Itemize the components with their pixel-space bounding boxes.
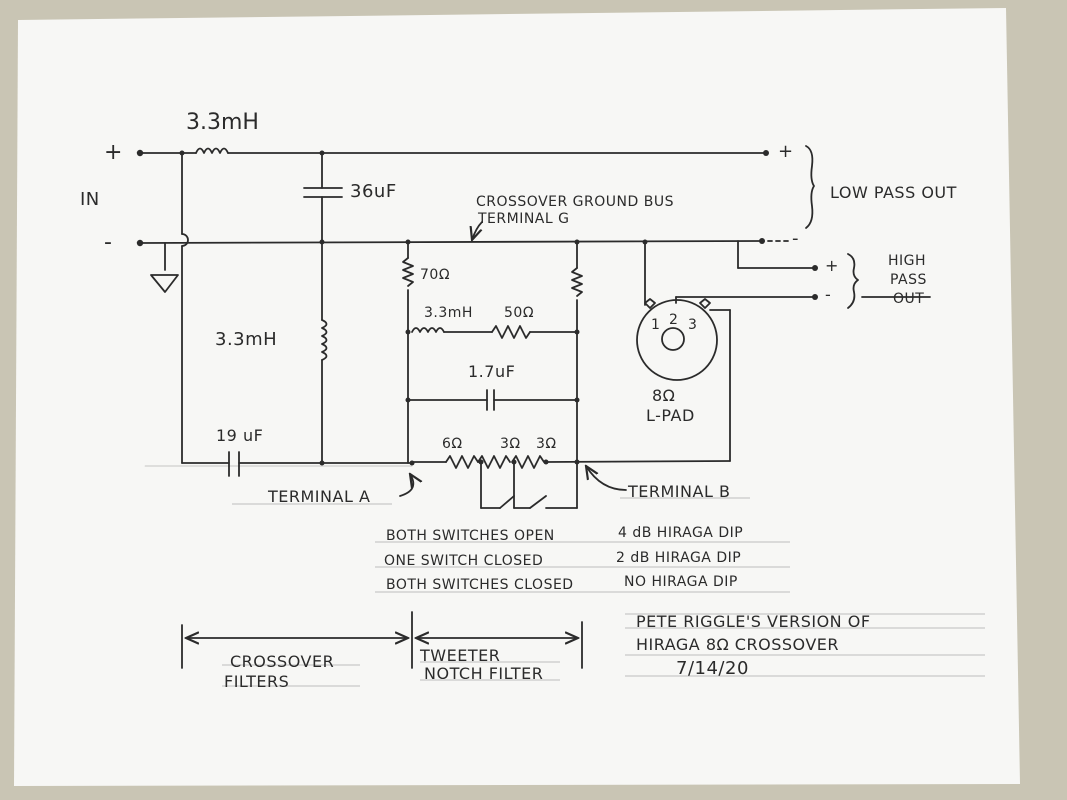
inductor-shunt-label: 3.3mH (215, 329, 278, 350)
switch-state-2: ONE SWITCH CLOSED (384, 553, 544, 569)
input-minus-sign: - (104, 230, 112, 255)
capacitor-36uf (303, 152, 343, 243)
guide-lines (222, 497, 985, 687)
high-pass-label-3: OUT (893, 291, 925, 307)
high-pass-label-2: PASS (890, 272, 927, 288)
ground-bus-label: CROSSOVER GROUND BUS (476, 194, 674, 210)
input-plus-wire (139, 147, 767, 154)
resistor-50-label: 50Ω (504, 305, 535, 321)
terminal-b-arrow (586, 466, 627, 491)
junction-dots (136, 149, 818, 466)
title-date: 7/14/20 (676, 658, 749, 679)
switch-state-1: BOTH SWITCHES OPEN (386, 528, 555, 544)
high-pass-label-1: HIGH (888, 253, 927, 269)
section-crossover-line2: FILTERS (224, 672, 290, 691)
resistor-70-label: 70Ω (420, 267, 451, 283)
l-pad-pin-3: 3 (688, 317, 698, 333)
left-vertical-wire (181, 152, 189, 464)
switch-result-2: 2 dB HIRAGA DIP (616, 550, 742, 566)
switch-result-3: NO HIRAGA DIP (624, 574, 738, 590)
low-pass-out-label: LOW PASS OUT (830, 183, 957, 202)
resistor-3b-label: 3Ω (536, 436, 557, 452)
low-pass-minus-sign: - (792, 228, 799, 249)
switch-state-3: BOTH SWITCHES CLOSED (386, 577, 574, 593)
input-label: IN (80, 189, 100, 210)
switch-result-1: 4 dB HIRAGA DIP (618, 525, 744, 541)
low-pass-out-wires (759, 145, 815, 242)
ground-symbol (150, 274, 179, 293)
l-pad-name: L-PAD (646, 406, 695, 425)
notch-inductor-label: 3.3mH (424, 305, 473, 321)
l-pad-pin-1: 1 (651, 317, 661, 333)
inductor-top-label: 3.3mH (186, 110, 259, 135)
l-pad-impedance: 8Ω (652, 386, 676, 405)
l-pad-control (636, 241, 731, 462)
resistor-3a-label: 3Ω (500, 436, 521, 452)
section-dimension-lines (181, 611, 583, 669)
high-pass-plus-sign: + (825, 256, 839, 275)
l-pad-pin-2: 2 (669, 312, 679, 328)
bottom-wire-19uf (144, 451, 413, 477)
resistor-6-label: 6Ω (442, 436, 463, 452)
high-pass-out-wires (675, 240, 931, 309)
section-crossover-line1: CROSSOVER (230, 652, 335, 671)
ground-bus-wire (139, 240, 761, 271)
terminal-a-arrow (399, 474, 413, 497)
title-line-1: PETE RIGGLE'S VERSION OF (636, 612, 871, 631)
section-tweeter-line2: NOTCH FILTER (424, 664, 544, 683)
paper-sheet (14, 8, 1020, 786)
capacitor-1-7uf-label: 1.7uF (468, 362, 516, 381)
capacitor-19uf-label: 19 uF (216, 426, 264, 445)
ground-bus-arrow (472, 221, 483, 240)
high-pass-minus-sign: - (825, 285, 832, 304)
terminal-b-label: TERMINAL B (628, 482, 731, 501)
section-tweeter-line1: TWEETER (420, 646, 501, 665)
terminal-a-label: TERMINAL A (268, 487, 371, 506)
terminal-g-label: TERMINAL G (478, 211, 570, 227)
title-line-2: HIRAGA 8Ω CROSSOVER (636, 635, 839, 654)
input-plus-sign: + (104, 140, 123, 165)
inductor-shunt-3-3mh (321, 241, 328, 464)
capacitor-36uf-label: 36uF (350, 181, 397, 202)
low-pass-plus-sign: + (778, 141, 794, 162)
